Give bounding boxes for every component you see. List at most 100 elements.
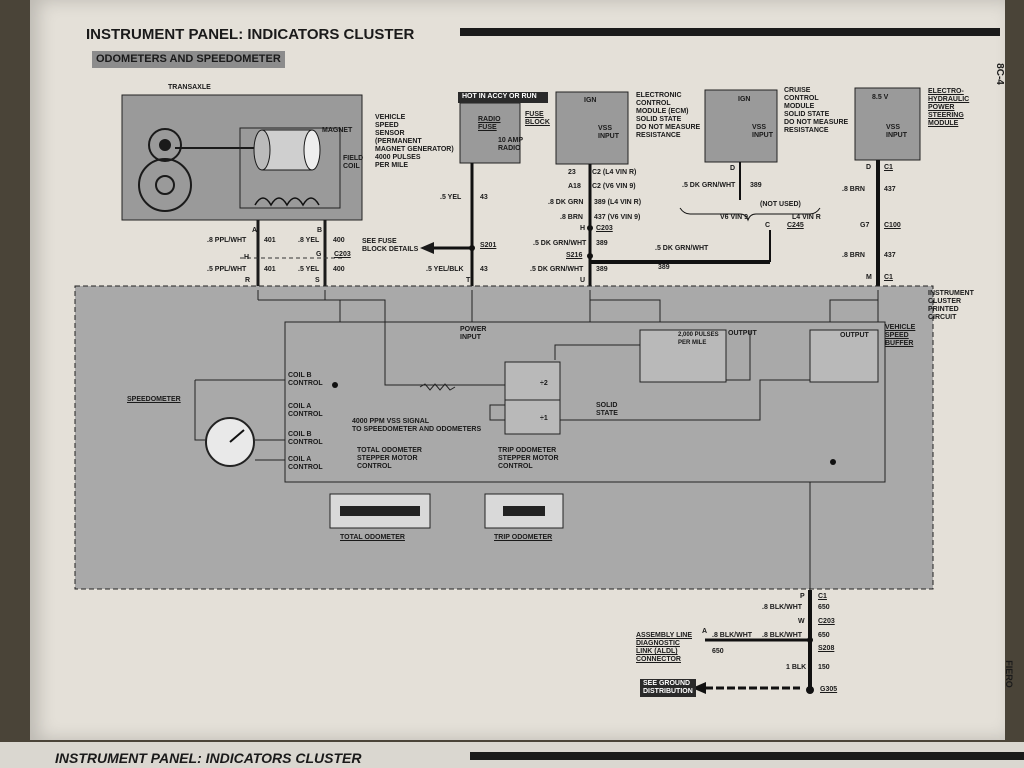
wire-label: .5 YEL/BLK xyxy=(426,266,464,273)
solid-state-divider xyxy=(504,361,561,435)
vss-label: VEHICLE SPEED SENSOR (PERMANENT MAGNET G… xyxy=(375,114,454,169)
wire-label: .8 BRN xyxy=(560,214,583,221)
wire-label: .5 PPL/WHT xyxy=(207,266,247,273)
aldl-label: ASSEMBLY LINE DIAGNOSTIC LINK (ALDL) CON… xyxy=(636,632,693,663)
pin-label: A xyxy=(252,227,258,234)
pulses-block xyxy=(639,329,727,383)
vin-label: V6 VIN 9 xyxy=(720,214,749,221)
gear-icon xyxy=(138,128,192,212)
output-label: OUTPUT xyxy=(840,332,869,339)
output-label: OUTPUT xyxy=(728,330,757,337)
sensor-frame xyxy=(239,127,341,209)
wire-label: 650 xyxy=(818,632,830,639)
wire-label: .8 BRN xyxy=(842,186,865,193)
connector-label: C1 xyxy=(884,164,893,171)
pin-label: S xyxy=(315,277,320,284)
wire-label: .8 BLK/WHT xyxy=(712,632,753,639)
fuse-rating: 10 AMP RADIO xyxy=(498,137,524,152)
pin-label: W xyxy=(798,618,805,625)
pin-label: 23 xyxy=(568,169,576,176)
wire-label: 650 xyxy=(712,648,724,655)
pin-label: R xyxy=(245,277,251,284)
vsb-label: VEHICLE SPEED BUFFER xyxy=(885,324,916,347)
wire-label: 43 xyxy=(480,266,488,273)
connector-label: C1 xyxy=(884,274,893,281)
cluster-label: INSTRUMENT CLUSTER PRINTED CIRCUIT xyxy=(928,290,974,321)
wire-label: 1 BLK xyxy=(786,664,807,671)
wire-label: .8 BLK/WHT xyxy=(762,632,803,639)
coil-label: COIL B CONTROL xyxy=(288,431,323,446)
ps-label: ELECTRO- HYDRAULIC POWER STEERING MODULE xyxy=(928,88,970,127)
wire-label: 437 xyxy=(884,186,896,193)
divider-label: ÷2 xyxy=(540,380,548,387)
pin-label: T xyxy=(466,277,471,284)
wire-label: 389 xyxy=(596,240,608,247)
wire-label: 650 xyxy=(818,604,830,611)
footer-title: INSTRUMENT PANEL: INDICATORS CLUSTER xyxy=(55,750,362,766)
wire-label: .5 YEL xyxy=(298,266,320,273)
cruise-ign: IGN xyxy=(738,96,751,103)
cruise-label: CRUISE CONTROL MODULE SOLID STATE DO NOT… xyxy=(784,87,849,134)
vehicle-speed-buffer-block xyxy=(809,329,879,383)
wire-label: 401 xyxy=(264,266,276,273)
pin-label: P xyxy=(800,593,805,600)
connector-label: C100 xyxy=(884,222,901,229)
wire-label: 400 xyxy=(333,266,345,273)
wire-label: .5 DK GRN/WHT xyxy=(655,245,709,252)
connector-label: C245 xyxy=(787,222,804,229)
ps-vss-input: VSS INPUT xyxy=(886,124,907,139)
page-subtitle: ODOMETERS AND SPEEDOMETER xyxy=(92,51,285,68)
pin-label: D xyxy=(730,165,736,172)
connector-label: C1 xyxy=(818,593,827,600)
connector-label: C203 xyxy=(334,251,351,258)
pin-label: G xyxy=(316,251,322,258)
wire-label: 400 xyxy=(333,237,345,244)
connector-label: C203 xyxy=(596,225,613,232)
pin-label: C xyxy=(765,222,771,229)
wire-label: .5 YEL xyxy=(440,194,462,201)
wire-label: .8 YEL xyxy=(298,237,320,244)
wire-label: .5 DK GRN/WHT xyxy=(533,240,587,247)
arrow-left-icon xyxy=(420,242,434,254)
wire-label: 437 (V6 VIN 9) xyxy=(594,214,641,221)
resistor-symbol xyxy=(419,383,456,391)
speedometer-label: SPEEDOMETER xyxy=(127,396,181,403)
see-fuse-label: SEE FUSE BLOCK DETAILS xyxy=(362,238,419,253)
footer-rule xyxy=(470,752,1024,760)
see-ground-label: SEE GROUND DISTRIBUTION xyxy=(640,679,696,697)
pin-label: H xyxy=(580,225,586,232)
pin-label: A18 xyxy=(568,183,581,190)
wire-label: .5 DK GRN/WHT xyxy=(530,266,584,273)
wire-label: .8 BRN xyxy=(842,252,865,259)
splice-label: S208 xyxy=(818,645,835,652)
pin-label: B xyxy=(317,227,323,234)
side-label: 8C-4 xyxy=(993,63,1005,85)
total-odometer-label: TOTAL ODOMETER xyxy=(340,534,405,541)
side-tab: FIERO xyxy=(1003,660,1014,688)
sensor-wires xyxy=(256,220,327,290)
wire-label: 401 xyxy=(264,237,276,244)
ground-icon xyxy=(830,459,836,465)
vin-brace xyxy=(679,207,821,222)
field-coil xyxy=(254,197,320,207)
wire-label: .5 DK GRN/WHT xyxy=(682,182,736,189)
connector-label: C2 (L4 VIN R) xyxy=(592,169,637,176)
field-coil-label: FIELD COIL xyxy=(343,155,364,170)
power-input-label: POWER INPUT xyxy=(460,326,487,341)
trip-motor-label: TRIP ODOMETER STEPPER MOTOR CONTROL xyxy=(498,447,559,470)
wire-label: 389 xyxy=(750,182,762,189)
connector-label: C203 xyxy=(818,618,835,625)
pulses-label: 2,000 PULSES PER MILE xyxy=(678,332,719,346)
cruise-box xyxy=(704,89,778,163)
coil-label: COIL A CONTROL xyxy=(288,403,323,418)
not-used-label: (NOT USED) xyxy=(760,201,801,208)
ecm-ign: IGN xyxy=(584,97,597,104)
wire-label: 437 xyxy=(884,252,896,259)
wire-label: .8 PPL/WHT xyxy=(207,237,247,244)
radio-fuse-label: RADIO FUSE xyxy=(478,116,501,131)
wire-label: 389 xyxy=(596,266,608,273)
wire-label: .8 DK GRN xyxy=(548,199,584,206)
magnet-label: MAGNET xyxy=(322,127,353,134)
